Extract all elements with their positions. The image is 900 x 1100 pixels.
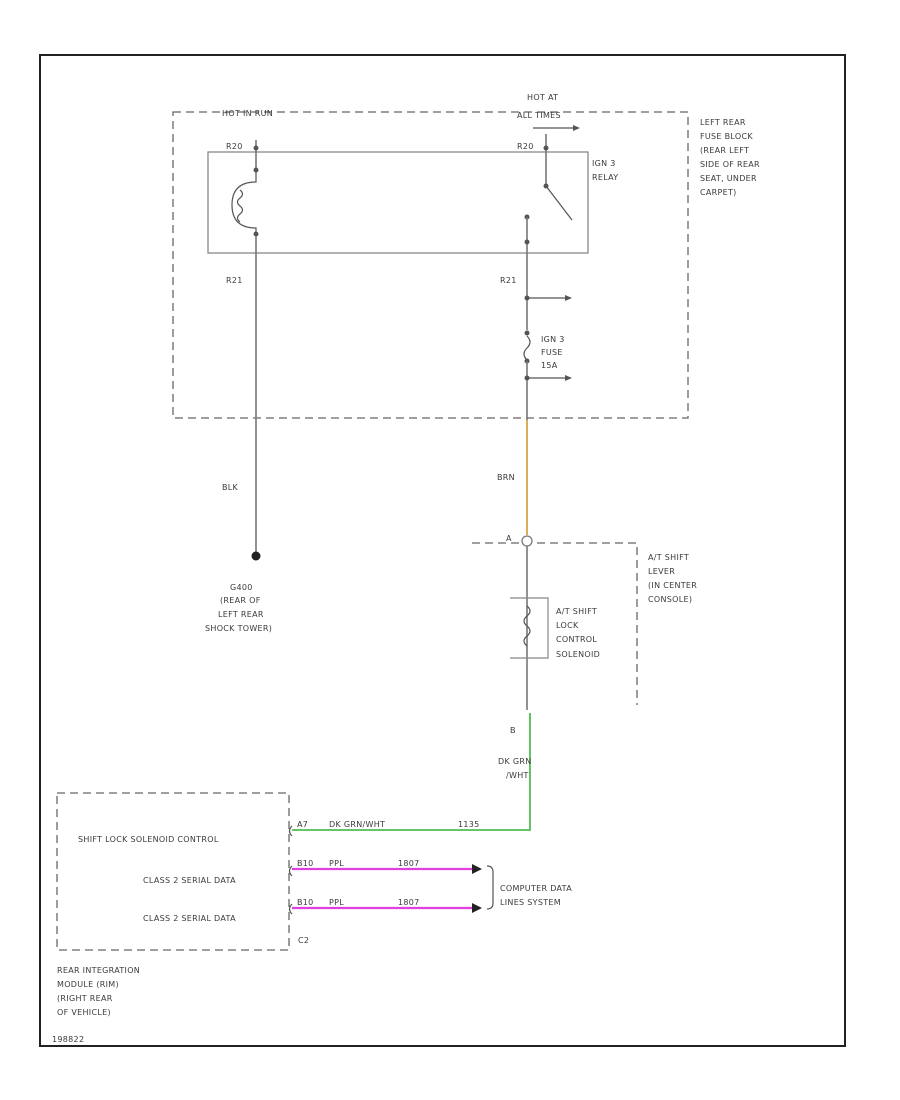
svg-text:REAR INTEGRATION: REAR INTEGRATION [57,966,140,975]
svg-text:SEAT, UNDER: SEAT, UNDER [700,174,757,183]
ign3-relay-label: IGN 3 RELAY [592,159,619,182]
shift-lever-boundary [472,542,638,705]
svg-text:A/T SHIFT: A/T SHIFT [648,553,689,562]
svg-text:A/T SHIFT: A/T SHIFT [556,607,597,616]
serial-data-arrow-1-icon [472,864,482,874]
svg-text:(IN CENTER: (IN CENTER [648,581,697,590]
terminal-left-bottom: R21 [226,276,243,285]
ign3-relay-box [207,151,589,254]
svg-text:FUSE: FUSE [541,348,563,357]
svg-text:LEVER: LEVER [648,567,675,576]
svg-text:LEFT REAR: LEFT REAR [218,610,264,619]
svg-text:DK GRN: DK GRN [498,757,532,766]
connector-a-icon [521,535,533,547]
hot-at-label-line1: HOT AT [527,93,558,102]
green-wire-pin: A7 [297,820,308,829]
blk-wire-label: BLK [222,483,239,492]
hot-in-run-label: HOT IN RUN [222,109,273,118]
svg-text:SOLENOID: SOLENOID [556,650,600,659]
svg-text:IGN 3: IGN 3 [541,335,565,344]
module-row-shift-lock: SHIFT LOCK SOLENOID CONTROL [78,835,219,844]
svg-text:OF VEHICLE): OF VEHICLE) [57,1008,111,1017]
coil-top-terminal [253,145,259,151]
coil-upper-node [253,167,259,173]
hot-at-arrow-icon [573,125,580,131]
svg-text:(RIGHT REAR: (RIGHT REAR [57,994,113,1003]
fuse-feed-arrow-icon [565,295,572,301]
svg-text:(REAR LEFT: (REAR LEFT [700,146,749,155]
serial-data-bracket [486,865,494,910]
footer-code: 198822 [52,1035,84,1044]
module-row-serial-data-2: CLASS 2 SERIAL DATA [143,914,236,923]
brn-wire-label: BRN [497,473,515,482]
svg-text:MODULE (RIM): MODULE (RIM) [57,980,119,989]
relay-switch-blade-icon [545,185,573,221]
green-wire-vertical-label: DK GRN /WHT [498,757,532,780]
svg-text:/WHT: /WHT [506,771,529,780]
terminal-right-bottom: R21 [500,276,517,285]
ground-point-icon [251,551,261,561]
svg-text:CARPET): CARPET) [700,188,737,197]
ign3-fuse-label: IGN 3 FUSE 15A [541,335,565,370]
svg-text:CONTROL: CONTROL [556,635,597,644]
module-row-serial-data-1: CLASS 2 SERIAL DATA [143,876,236,885]
fuse-block-boundary [172,111,689,419]
hot-at-label-line2: ALL TIMES [517,111,561,120]
solenoid-housing [510,597,549,659]
serial-1-circuit: 1807 [398,859,420,868]
module-connector-c2: C2 [298,936,309,945]
switch-bottom-node [524,239,530,245]
ground-location-label: G400 (REAR OF LEFT REAR SHOCK TOWER) [205,583,272,633]
computer-data-lines-label: COMPUTER DATA LINES SYSTEM [500,884,572,907]
svg-text:LEFT REAR: LEFT REAR [700,118,746,127]
terminal-left-top: R20 [226,142,243,151]
svg-text:FUSE BLOCK: FUSE BLOCK [700,132,753,141]
svg-text:RELAY: RELAY [592,173,619,182]
relay-coil-icon [231,172,257,236]
serial-data-arrow-2-icon [472,903,482,913]
connector-pin-b: B [510,726,516,735]
svg-text:IGN 3: IGN 3 [592,159,616,168]
serial-1-pin: B10 [297,859,314,868]
fuse-block-location-label: LEFT REAR FUSE BLOCK (REAR LEFT SIDE OF … [700,118,760,197]
terminal-right-top: R20 [517,142,534,151]
svg-text:COMPUTER DATA: COMPUTER DATA [500,884,572,893]
rim-module-location-label: REAR INTEGRATION MODULE (RIM) (RIGHT REA… [57,966,140,1017]
switch-top-terminal [543,145,549,151]
serial-2-pin: B10 [297,898,314,907]
svg-text:LINES SYSTEM: LINES SYSTEM [500,898,561,907]
green-wire-run-label: DK GRN/WHT [329,820,385,829]
rim-module-boundary [56,792,290,951]
relay-coil-winding-icon [236,189,244,223]
shift-lever-location-label: A/T SHIFT LEVER (IN CENTER CONSOLE) [648,553,697,604]
ign3-fuse-icon [523,335,531,361]
svg-text:15A: 15A [541,361,558,370]
solenoid-coil-icon [523,605,531,647]
serial-2-circuit: 1807 [398,898,420,907]
dk-grn-wht-wire [292,713,531,831]
svg-text:SHOCK TOWER): SHOCK TOWER) [205,624,272,633]
connector-pin-a: A [506,534,512,543]
svg-text:CONSOLE): CONSOLE) [648,595,692,604]
svg-text:LOCK: LOCK [556,621,579,630]
fuse-output-arrow-icon [565,375,572,381]
svg-text:(REAR OF: (REAR OF [220,596,261,605]
green-wire-circuit: 1135 [458,820,480,829]
svg-text:SIDE OF REAR: SIDE OF REAR [700,160,760,169]
coil-lower-node [253,231,259,237]
solenoid-label: A/T SHIFT LOCK CONTROL SOLENOID [556,607,600,659]
fuse-top-node [524,330,530,336]
svg-text:G400: G400 [230,583,253,592]
serial-2-color: PPL [329,898,344,907]
module-pin-icons [288,825,293,915]
diagram-frame [39,54,846,1047]
serial-1-color: PPL [329,859,344,868]
